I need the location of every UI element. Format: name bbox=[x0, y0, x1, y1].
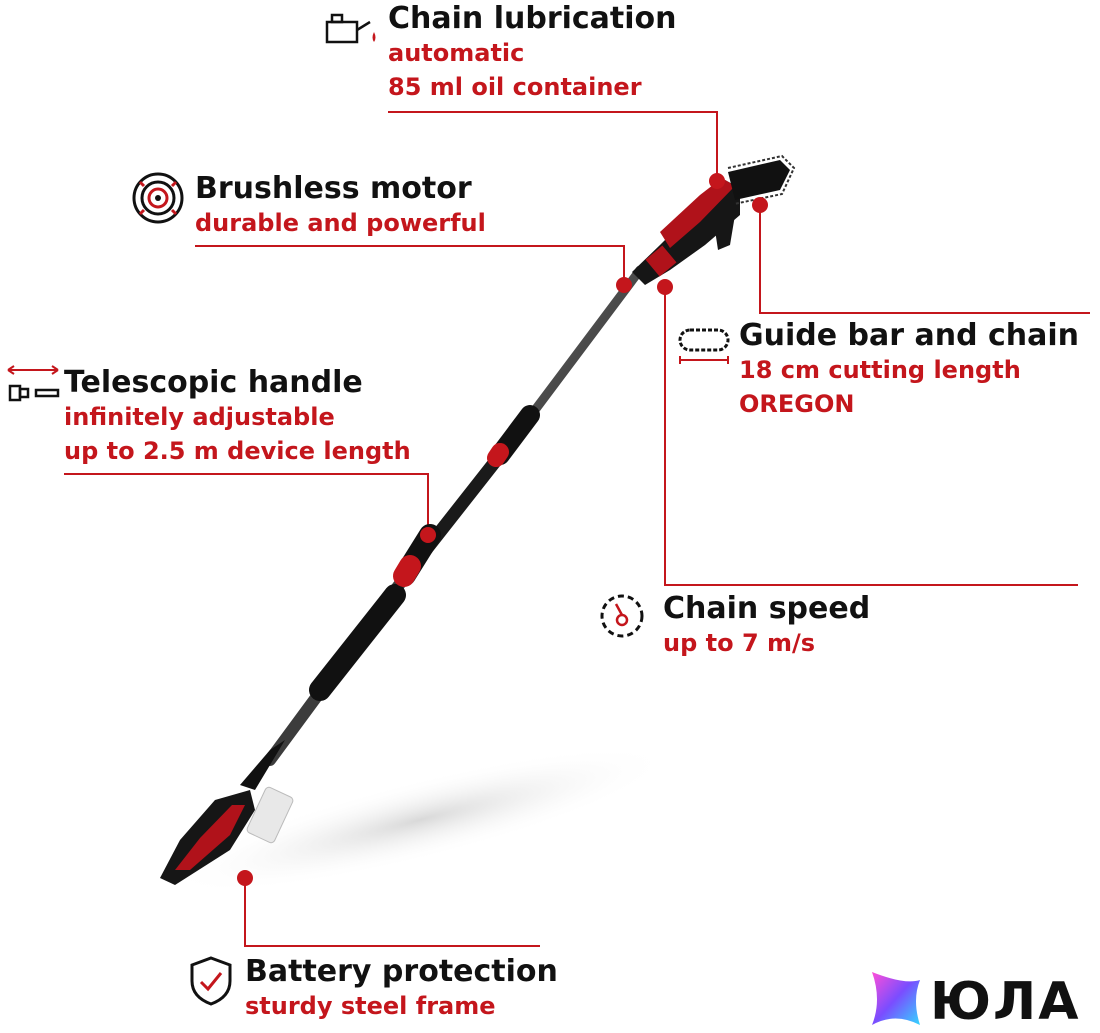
line-guide-bar bbox=[759, 205, 1090, 314]
feature-title: Brushless motor bbox=[195, 171, 472, 206]
feature-detail: sturdy steel frame bbox=[245, 992, 496, 1020]
feature-chain-speed: Chain speed up to 7 m/s bbox=[663, 592, 870, 660]
line-battery-protection bbox=[244, 878, 540, 947]
feature-detail: up to 2.5 m device length bbox=[64, 437, 411, 465]
line-telescopic-handle bbox=[64, 473, 429, 535]
feature-detail: durable and powerful bbox=[195, 209, 486, 237]
feature-detail: automatic bbox=[388, 39, 525, 67]
feature-brushless-motor: Brushless motor durable and powerful bbox=[195, 172, 486, 240]
feature-title: Battery protection bbox=[245, 954, 558, 989]
chain-bar-icon bbox=[678, 328, 730, 364]
line-chain-speed bbox=[664, 287, 1078, 586]
feature-telescopic-handle: Telescopic handle infinitely adjustable … bbox=[64, 366, 411, 468]
callout-dots bbox=[237, 173, 768, 886]
feature-battery-protection: Battery protection sturdy steel frame bbox=[245, 955, 558, 1023]
rear-handle bbox=[160, 740, 294, 885]
callout-lines bbox=[64, 111, 1090, 947]
speedometer-icon bbox=[600, 594, 644, 638]
shield-check-icon bbox=[190, 956, 232, 1006]
line-brushless-motor bbox=[195, 245, 625, 285]
feature-title: Chain speed bbox=[663, 591, 871, 626]
telescopic-icon bbox=[7, 365, 60, 402]
feature-detail: 85 ml oil container bbox=[388, 73, 642, 101]
feature-title: Telescopic handle bbox=[64, 365, 363, 400]
line-chain-lubrication bbox=[388, 111, 718, 180]
feature-detail: 18 cm cutting length bbox=[739, 356, 1021, 384]
saw-head bbox=[632, 154, 796, 285]
yula-star-logo-icon bbox=[872, 972, 920, 1025]
feature-title: Chain lubrication bbox=[388, 1, 677, 36]
telescopic-pole bbox=[264, 265, 645, 766]
feature-detail: OREGON bbox=[739, 390, 855, 418]
oil-can-icon bbox=[325, 13, 376, 44]
watermark-text: ЮЛА bbox=[930, 972, 1081, 1032]
motor-icon bbox=[132, 172, 184, 224]
feature-guide-bar-and-chain: Guide bar and chain 18 cm cutting length… bbox=[739, 319, 1079, 421]
floor-shadow bbox=[167, 746, 673, 894]
feature-chain-lubrication: Chain lubrication automatic 85 ml oil co… bbox=[388, 2, 677, 104]
feature-detail: infinitely adjustable bbox=[64, 403, 335, 431]
feature-title: Guide bar and chain bbox=[739, 318, 1080, 353]
feature-detail: up to 7 m/s bbox=[663, 629, 816, 657]
